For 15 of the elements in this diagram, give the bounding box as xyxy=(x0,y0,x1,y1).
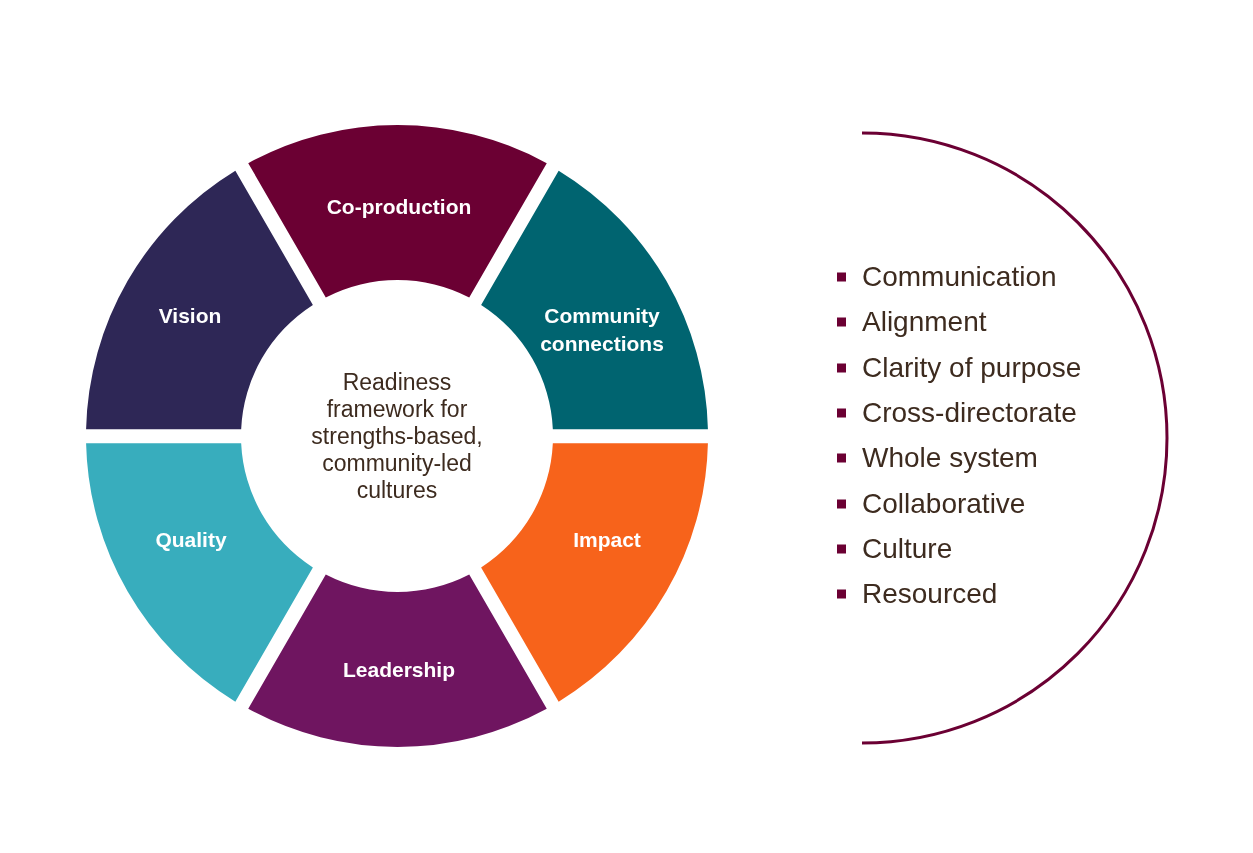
center-title: Readiness framework for strengths-based, community-led cultures xyxy=(310,368,484,504)
list-item: Alignment xyxy=(862,305,987,340)
list-item: Clarity of purpose xyxy=(862,350,1082,385)
list-item: Cross-directorate xyxy=(862,395,1077,430)
list-item: Whole system xyxy=(862,441,1038,476)
list-item: Resourced xyxy=(862,577,998,612)
segment-label: Quality xyxy=(155,527,227,553)
list-item: Culture xyxy=(862,531,953,566)
segment-label: Co-production xyxy=(326,194,472,220)
list-item: Communication xyxy=(862,260,1057,294)
segment-label: Community connections xyxy=(539,303,665,357)
segment-label: Leadership xyxy=(343,657,455,683)
segment-label: Impact xyxy=(573,527,641,553)
list-item: Collaborative xyxy=(862,486,1026,521)
segment-label: Vision xyxy=(158,303,222,329)
